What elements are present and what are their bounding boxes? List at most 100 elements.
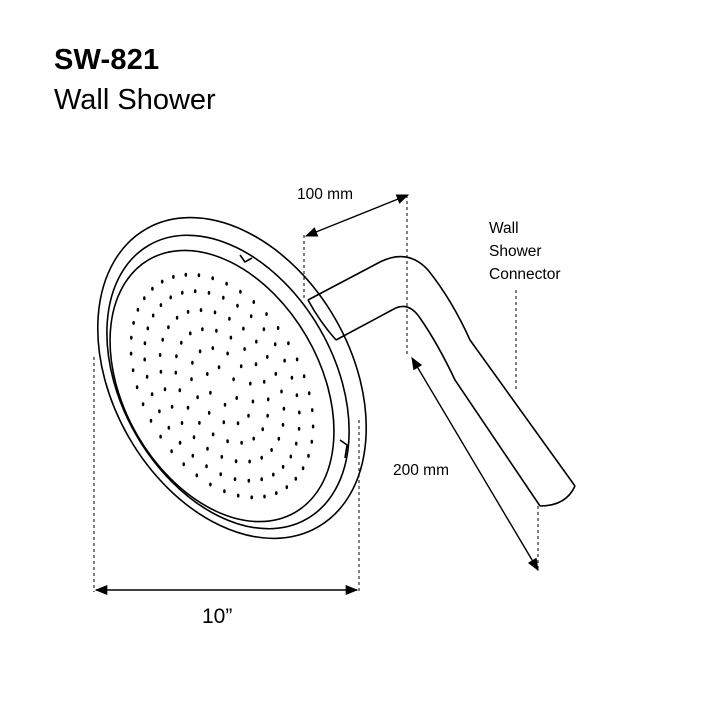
product-name: Wall Shower xyxy=(54,84,216,116)
nozzle-hole xyxy=(229,335,233,340)
nozzle-hole xyxy=(143,296,146,301)
nozzle-hole xyxy=(143,357,146,362)
nozzle-hole xyxy=(181,290,184,295)
nozzle-hole xyxy=(226,351,229,356)
nozzle-hole xyxy=(199,308,203,313)
nozzle-hole xyxy=(247,413,250,418)
nozzle-hole xyxy=(217,365,221,370)
nozzle-hole xyxy=(161,337,164,342)
nozzle-hole xyxy=(172,274,175,279)
nozzle-hole xyxy=(163,387,167,392)
nozzle-hole xyxy=(254,362,258,367)
nozzle-hole xyxy=(191,360,194,365)
nozzle-hole xyxy=(135,385,139,390)
nozzle-hole xyxy=(151,286,154,291)
head-outer-ring xyxy=(96,216,368,540)
nozzle-hole xyxy=(248,459,251,464)
nozzle-hole xyxy=(186,405,190,410)
nozzle-hole xyxy=(249,381,252,386)
dim-head-diameter: 10” xyxy=(93,357,360,628)
nozzle-hole xyxy=(159,434,162,439)
nozzle-hole xyxy=(228,316,231,321)
nozzle-hole xyxy=(283,358,286,363)
nozzle-hole xyxy=(201,327,204,332)
head-notch-right xyxy=(339,439,348,459)
nozzle-hole xyxy=(236,303,239,308)
nozzle-hole xyxy=(175,354,178,359)
nozzle-hole xyxy=(209,390,212,395)
nozzle-hole xyxy=(198,420,201,425)
nozzle-hole xyxy=(260,477,264,482)
nozzle-hole xyxy=(307,453,310,458)
nozzle-hole xyxy=(215,328,218,333)
nozzle-hole xyxy=(294,441,298,446)
nozzle-hole xyxy=(149,418,153,423)
shower-head xyxy=(96,216,368,540)
nozzle-hole xyxy=(222,295,225,300)
nozzle-hole xyxy=(302,374,306,379)
nozzle-hole xyxy=(289,454,293,459)
nozzle-hole xyxy=(297,426,301,431)
nozzle-hole xyxy=(182,462,185,467)
nozzle-hole xyxy=(252,300,256,304)
nozzle-hole xyxy=(310,439,314,444)
nozzle-hole xyxy=(295,393,299,398)
nozzle-hole xyxy=(254,339,258,344)
dim-arm-length: 200 mm xyxy=(393,356,539,572)
nozzle-hole xyxy=(206,446,209,451)
nozzle-hole xyxy=(205,464,208,469)
nozzle-hole xyxy=(226,439,229,444)
nozzle-hole xyxy=(211,276,214,281)
nozzle-hole xyxy=(207,410,211,415)
nozzle-hole xyxy=(174,370,178,375)
nozzle-hole xyxy=(301,466,305,471)
nozzle-holes xyxy=(129,272,315,500)
nozzle-hole xyxy=(211,346,215,351)
nozzle-hole xyxy=(145,374,149,379)
nozzle-hole xyxy=(273,342,277,347)
head-notch-top xyxy=(239,254,253,264)
nozzle-hole xyxy=(310,408,314,413)
nozzle-hole xyxy=(136,307,140,312)
nozzle-hole xyxy=(266,397,270,402)
nozzle-hole xyxy=(240,440,243,445)
nozzle-hole xyxy=(275,491,278,496)
nozzle-hole xyxy=(151,313,155,318)
nozzle-hole xyxy=(196,395,199,400)
nozzle-hole xyxy=(195,473,199,478)
nozzle-hole xyxy=(236,493,240,498)
nozzle-hole xyxy=(298,410,301,415)
nozzle-hole xyxy=(272,472,275,477)
head-face xyxy=(109,249,335,523)
nozzle-hole xyxy=(159,369,163,374)
nozzle-hole xyxy=(265,312,268,317)
nozzle-hole xyxy=(180,340,183,345)
nozzle-hole xyxy=(213,310,217,315)
nozzle-hole xyxy=(262,379,266,384)
nozzle-hole xyxy=(266,413,269,418)
nozzle-hole xyxy=(232,377,235,382)
nozzle-hole xyxy=(233,477,237,482)
nozzle-hole xyxy=(294,476,298,481)
nozzle-hole xyxy=(282,406,286,411)
nozzle-hole xyxy=(146,326,150,331)
nozzle-hole xyxy=(236,421,240,426)
nozzle-hole xyxy=(223,402,227,407)
nozzle-hole xyxy=(239,364,243,369)
nozzle-hole xyxy=(193,289,197,294)
nozzle-hole xyxy=(160,279,164,284)
nozzle-hole xyxy=(178,388,182,393)
nozzle-hole xyxy=(184,272,188,277)
arm-length-label: 200 mm xyxy=(393,462,449,479)
nozzle-hole xyxy=(158,409,161,414)
nozzle-hole xyxy=(274,371,278,376)
nozzle-hole xyxy=(167,325,170,330)
nozzle-hole xyxy=(277,436,281,441)
nozzle-hole xyxy=(192,435,196,440)
nozzle-hole xyxy=(150,392,154,397)
nozzle-hole xyxy=(270,448,273,452)
nozzle-hole xyxy=(158,353,162,357)
nozzle-hole xyxy=(285,485,289,490)
nozzle-hole xyxy=(220,454,224,459)
